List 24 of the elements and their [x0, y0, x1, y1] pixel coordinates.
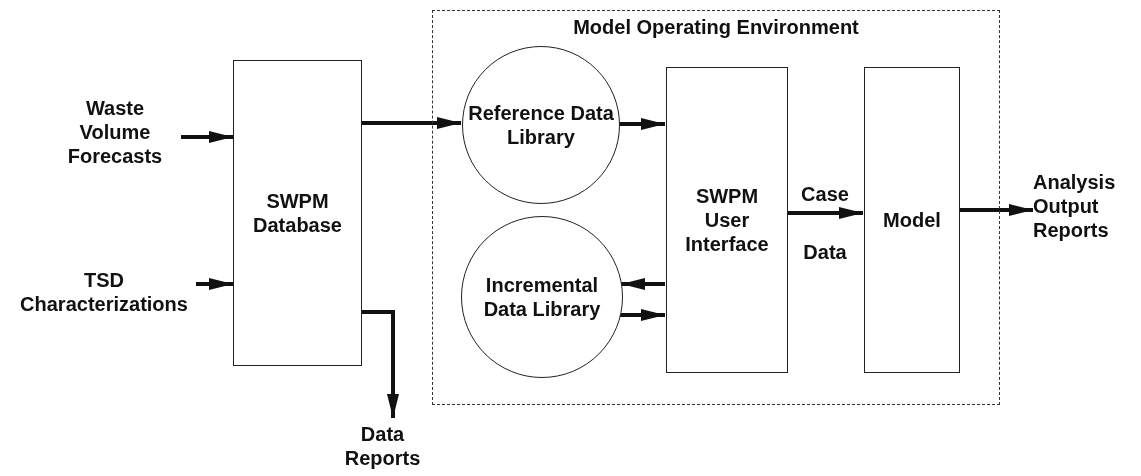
node-label: Model	[882, 208, 942, 232]
group-title: Model Operating Environment	[572, 15, 860, 39]
arrow	[787, 207, 863, 219]
node-label: SWPM Database	[252, 189, 343, 237]
node-label: SWPM User Interface	[684, 184, 770, 256]
arrow	[181, 131, 233, 143]
node-label: Reference Data Library	[467, 101, 615, 149]
arrow	[196, 278, 233, 290]
node-label: Waste Volume Forecasts	[50, 90, 180, 174]
environment-boundary	[432, 10, 1000, 405]
node-label: TSD Characterizations	[12, 262, 196, 322]
arrow	[362, 117, 461, 129]
edge-label: Case Data	[800, 182, 850, 265]
process-box	[864, 67, 960, 373]
node-label: Analysis Output Reports	[1033, 162, 1141, 250]
arrow	[619, 309, 665, 321]
arrow	[959, 204, 1033, 216]
node-label: Incremental Data Library	[482, 273, 602, 321]
process-box	[233, 60, 362, 366]
process-box	[666, 67, 788, 373]
arrow	[362, 310, 399, 418]
arrow	[621, 278, 665, 290]
arrow	[619, 118, 665, 130]
node-label: Data Reports	[335, 418, 430, 474]
